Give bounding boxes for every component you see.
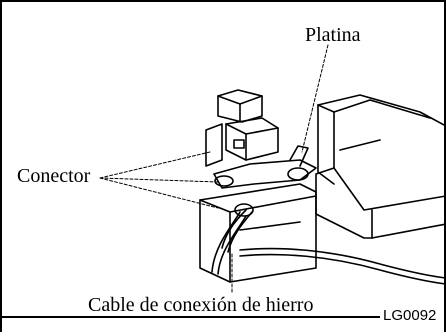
conector-label: Conector <box>17 165 91 187</box>
frame-border-right <box>444 2 446 332</box>
frame-border-left <box>0 2 2 332</box>
leader-lines <box>99 44 329 293</box>
platina-label: Platina <box>305 24 361 46</box>
top-rule <box>0 0 446 2</box>
fuse-box-drawing <box>315 94 446 239</box>
battery-drawing <box>199 183 317 283</box>
frame-border-bottom <box>0 316 380 318</box>
figure-code: LG0092 <box>383 307 437 324</box>
connector-drawing <box>205 89 279 167</box>
cable-drawing <box>211 203 446 285</box>
cable-label: Cable de conexión de hierro <box>88 294 314 316</box>
